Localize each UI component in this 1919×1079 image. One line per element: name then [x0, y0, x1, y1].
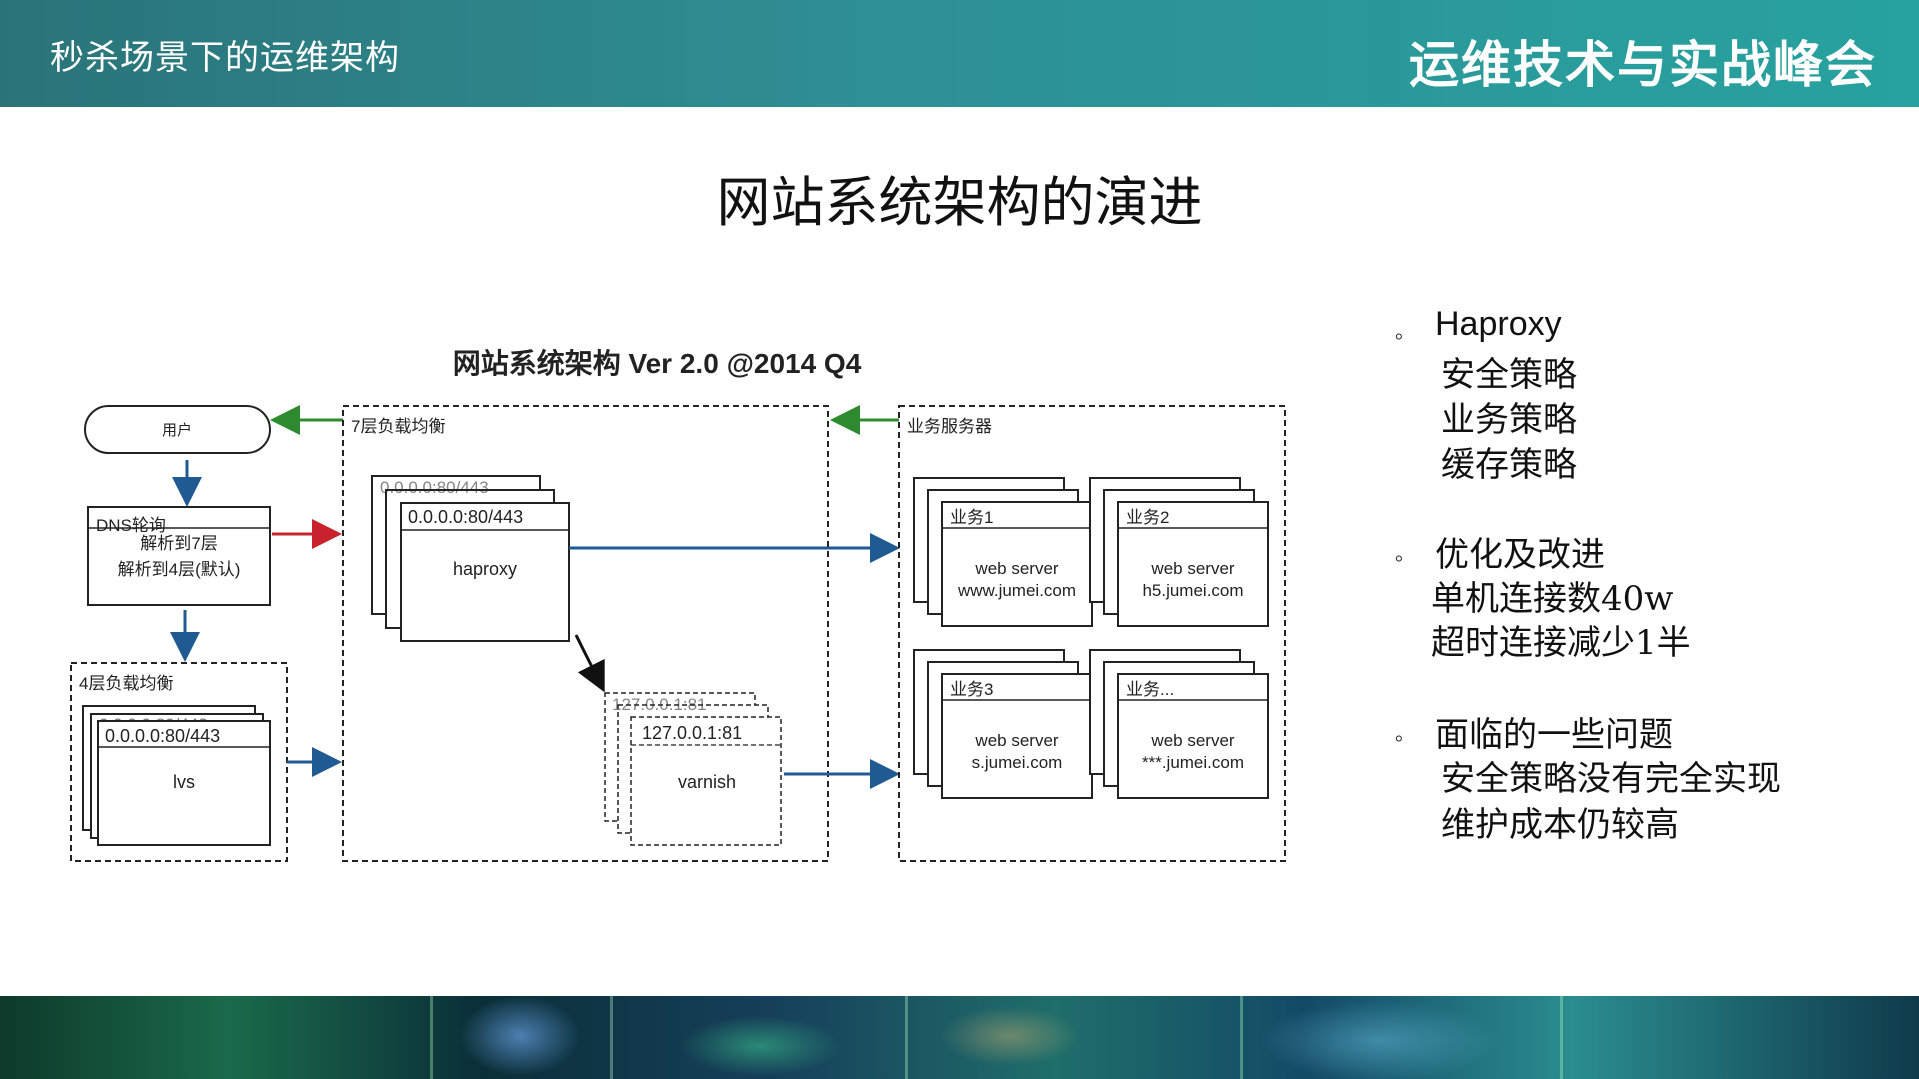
bullet-line: 维护成本仍较高	[1441, 805, 1679, 845]
bullet-line: 超时连接减少1半	[1431, 623, 1691, 663]
dns-title: DNS轮询	[96, 516, 166, 535]
bullet-line: 单机连接数40w	[1431, 579, 1674, 619]
varnish-name: varnish	[678, 772, 736, 792]
haproxy-ip: 0.0.0.0:80/443	[408, 507, 523, 527]
user-node: 用户	[84, 405, 271, 454]
lvs-ip: 0.0.0.0:80/443	[105, 726, 220, 746]
biz-server-4-tag: 业务...	[1126, 680, 1174, 699]
layer4-title: 4层负载均衡	[79, 674, 173, 693]
header-bar: 秒杀场景下的运维架构 运维技术与实战峰会	[0, 0, 1919, 107]
biz-server-3-name: web server	[974, 731, 1058, 750]
bullet-line: 缓存策略	[1441, 445, 1577, 485]
dns-line2: 解析到4层(默认)	[118, 560, 241, 579]
user-label: 用户	[162, 422, 192, 439]
bullet-line: 业务策略	[1441, 400, 1577, 440]
biz-server-1: 业务1 web server www.jumei.com	[913, 477, 1093, 627]
layer7-group: 7层负载均衡 0.0.0.0:80/443 0.0.0.0:80/443 hap…	[342, 405, 829, 862]
biz-server-1-tag: 业务1	[950, 508, 993, 527]
architecture-diagram: 网站系统架构 Ver 2.0 @2014 Q4 用户 DNS轮询 解析到7层 解…	[70, 347, 1286, 862]
biz-group: 业务服务器 业务1 web server www.jumei.com 业务2 w…	[898, 405, 1286, 862]
biz-server-4-host: ***.jumei.com	[1142, 753, 1244, 772]
bullet-head: 优化及改进	[1435, 535, 1605, 575]
biz-server-4: 业务... web server ***.jumei.com	[1089, 649, 1269, 799]
dns-line1: 解析到7层	[140, 534, 217, 553]
varnish-back-ip: 127.0.0.1:81	[612, 695, 707, 714]
layer7-title: 7层负载均衡	[351, 417, 445, 436]
biz-server-2-name: web server	[1150, 559, 1234, 578]
diagram-title: 网站系统架构 Ver 2.0 @2014 Q4	[453, 347, 862, 379]
biz-server-3-host: s.jumei.com	[972, 753, 1063, 772]
biz-server-2-tag: 业务2	[1126, 508, 1169, 527]
footer-image-band	[0, 996, 1919, 1079]
slide-title: 网站系统架构的演进	[716, 171, 1203, 234]
bullet-marker: 。	[1395, 721, 1415, 745]
biz-server-2: 业务2 web server h5.jumei.com	[1089, 477, 1269, 627]
layer4-group: 4层负载均衡 0.0.0.0:80/443 0.0.0.0:80/443 lvs	[70, 662, 288, 862]
biz-server-1-host: www.jumei.com	[957, 581, 1076, 600]
header-brand: 运维技术与实战峰会	[1409, 36, 1877, 94]
biz-server-3: 业务3 web server s.jumei.com	[913, 649, 1093, 799]
haproxy-back-ip: 0.0.0.0:80/443	[380, 478, 489, 497]
biz-server-2-host: h5.jumei.com	[1142, 581, 1243, 600]
varnish-ip: 127.0.0.1:81	[642, 723, 742, 743]
bullet-head: 面临的一些问题	[1435, 715, 1673, 755]
biz-server-1-name: web server	[974, 559, 1058, 578]
haproxy-name: haproxy	[453, 559, 517, 579]
biz-server-3-tag: 业务3	[950, 680, 993, 699]
biz-server-4-name: web server	[1150, 731, 1234, 750]
biz-title: 业务服务器	[907, 417, 992, 436]
bullet-marker: 。	[1395, 541, 1415, 565]
bullet-line: 安全策略	[1441, 355, 1577, 395]
header-subtitle: 秒杀场景下的运维架构	[50, 38, 400, 78]
lvs-name: lvs	[173, 772, 195, 792]
dns-node: DNS轮询 解析到7层 解析到4层(默认)	[87, 506, 271, 606]
arrow-haproxy-varnish	[574, 634, 605, 693]
bullet-line: 安全策略没有完全实现	[1441, 759, 1781, 799]
bullet-marker: 。	[1395, 319, 1415, 343]
bullet-head: Haproxy	[1435, 305, 1562, 343]
